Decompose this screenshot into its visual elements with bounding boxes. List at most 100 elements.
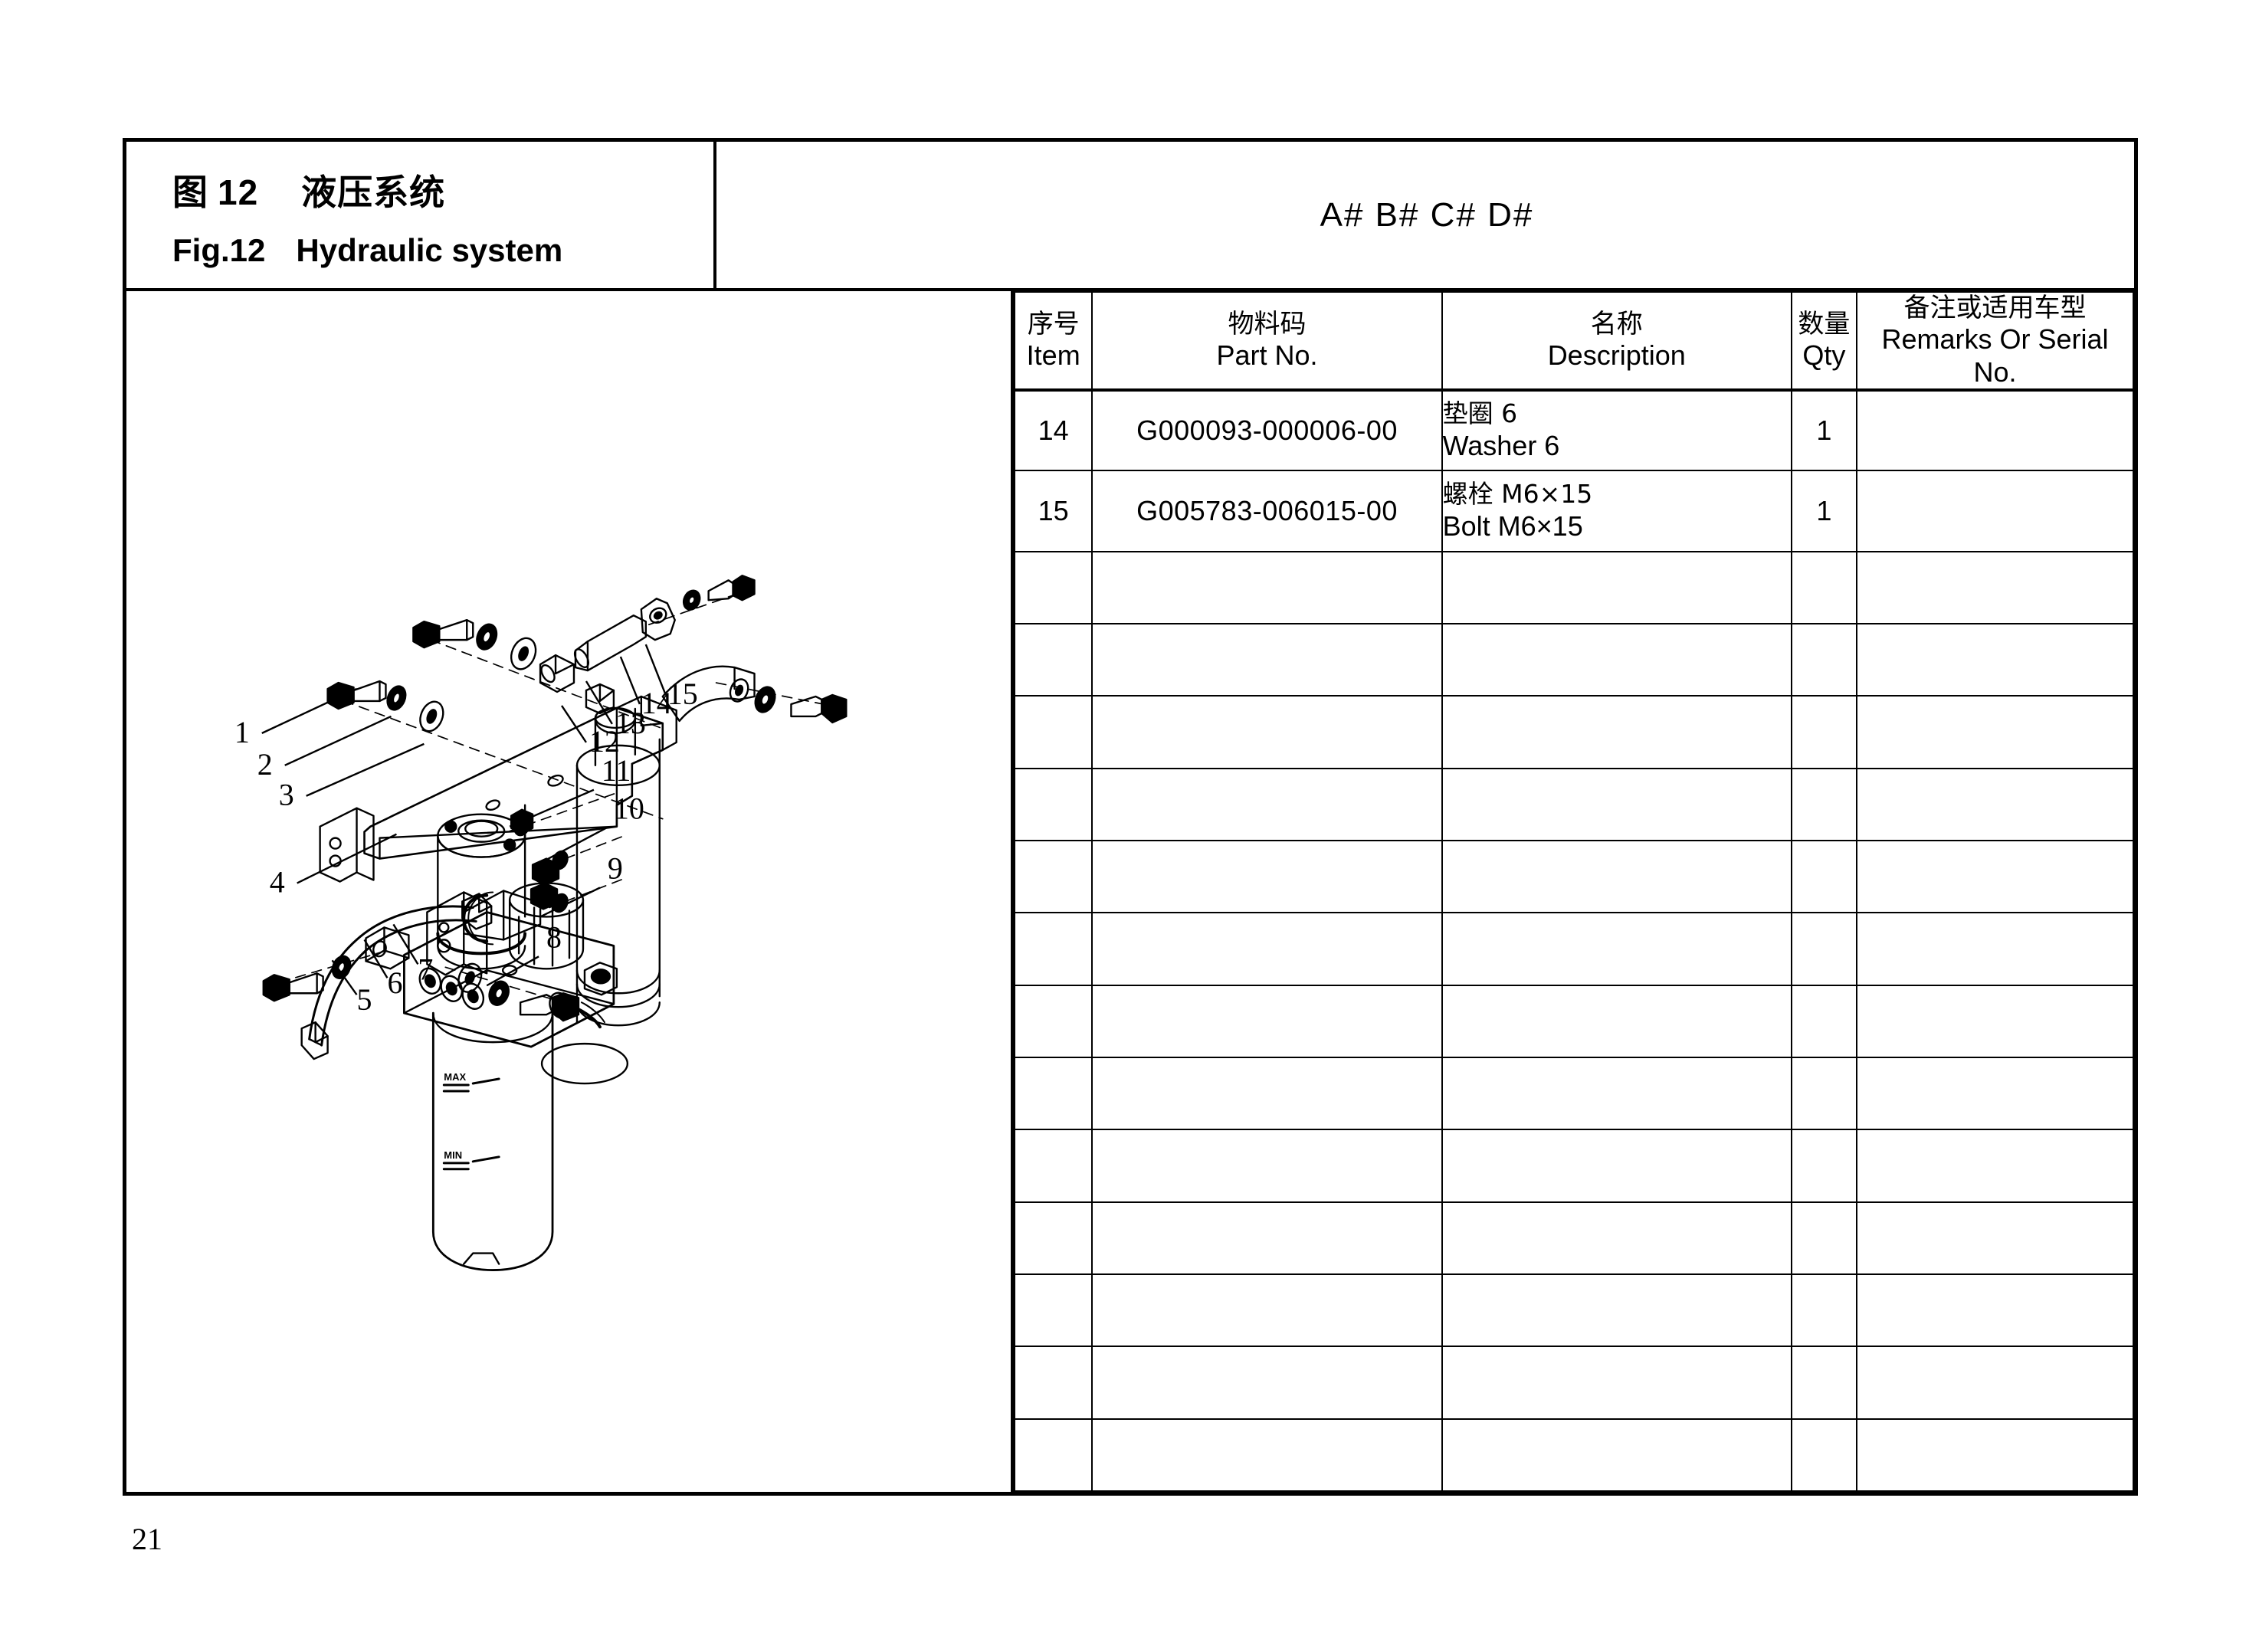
cell-remarks bbox=[1856, 1056, 2134, 1131]
callout-leader-line bbox=[297, 833, 397, 884]
callout-6: 6 bbox=[363, 939, 402, 1000]
cell-part-no bbox=[1091, 550, 1443, 624]
cell-remarks bbox=[1856, 550, 2134, 624]
cell-qty bbox=[1790, 1056, 1858, 1131]
cell-part-no: G000093-000006-00 bbox=[1091, 389, 1443, 472]
cell-qty bbox=[1790, 695, 1858, 769]
cell-item bbox=[1013, 984, 1093, 1058]
cell-item bbox=[1013, 1201, 1093, 1275]
cell-part-no bbox=[1091, 1346, 1443, 1420]
description-en: Bolt M6×15 bbox=[1442, 510, 1583, 542]
table-row-empty[interactable] bbox=[1013, 767, 2134, 841]
table-row-empty[interactable] bbox=[1013, 622, 2134, 697]
callout-10: 10 bbox=[543, 792, 644, 862]
table-row-empty[interactable] bbox=[1013, 912, 2134, 986]
figure-number-cn: 12 bbox=[218, 172, 259, 212]
cell-description bbox=[1441, 550, 1792, 624]
cell-part-no bbox=[1091, 912, 1443, 986]
header-qty-en: Qty bbox=[1802, 339, 1846, 372]
cell-remarks bbox=[1856, 1201, 2134, 1275]
header-description-en: Description bbox=[1547, 339, 1686, 372]
cell-item bbox=[1013, 695, 1093, 769]
cell-description bbox=[1441, 1273, 1792, 1348]
cell-part-no bbox=[1091, 1273, 1443, 1348]
cell-remarks bbox=[1856, 622, 2134, 697]
table-row-empty[interactable] bbox=[1013, 550, 2134, 624]
description-cn: 螺栓 M6×15 bbox=[1442, 478, 1593, 509]
cell-part-no bbox=[1091, 839, 1443, 914]
table-row-empty[interactable] bbox=[1013, 839, 2134, 914]
callout-number: 15 bbox=[667, 677, 698, 711]
table-row-empty[interactable] bbox=[1013, 1056, 2134, 1131]
table-row-empty[interactable] bbox=[1013, 1201, 2134, 1275]
cell-qty bbox=[1790, 1273, 1858, 1348]
cell-item: 15 bbox=[1013, 470, 1093, 552]
header-item-en: Item bbox=[1026, 339, 1080, 372]
cell-item bbox=[1013, 622, 1093, 697]
header-part-no-cn: 物料码 bbox=[1228, 309, 1307, 340]
cell-part-no bbox=[1091, 695, 1443, 769]
table-row-empty[interactable] bbox=[1013, 1129, 2134, 1203]
callout-1: 1 bbox=[234, 687, 358, 749]
callout-2: 2 bbox=[257, 715, 392, 782]
cell-part-no bbox=[1091, 767, 1443, 841]
header-item-cn: 序号 bbox=[1027, 309, 1080, 340]
cell-qty bbox=[1790, 1346, 1858, 1420]
figure-prefix-en: Fig.12 bbox=[172, 232, 266, 268]
table-row-empty[interactable] bbox=[1013, 1346, 2134, 1420]
page-number: 21 bbox=[132, 1522, 162, 1556]
cell-description bbox=[1441, 1056, 1792, 1131]
callout-leader-line bbox=[539, 887, 601, 918]
cell-part-no bbox=[1091, 1418, 1443, 1493]
cell-qty bbox=[1790, 839, 1858, 914]
callout-leader-line bbox=[509, 788, 595, 828]
tank-min-label: MIN bbox=[444, 1149, 462, 1161]
cell-remarks bbox=[1856, 839, 2134, 914]
figure-prefix-cn: 图 bbox=[172, 172, 208, 212]
table-row-empty[interactable] bbox=[1013, 984, 2134, 1058]
cell-qty bbox=[1790, 767, 1858, 841]
header-remarks: 备注或适用车型 Remarks Or Serial No. bbox=[1856, 290, 2134, 392]
cell-qty bbox=[1790, 984, 1858, 1058]
cell-item bbox=[1013, 1346, 1093, 1420]
description-en: Washer 6 bbox=[1442, 430, 1560, 462]
callout-number: 13 bbox=[615, 706, 646, 740]
cell-remarks bbox=[1856, 389, 2134, 472]
callout-number: 6 bbox=[387, 965, 402, 1000]
table-row-empty[interactable] bbox=[1013, 695, 2134, 769]
callout-leader-line bbox=[306, 742, 425, 797]
table-row-empty[interactable] bbox=[1013, 1273, 2134, 1348]
cell-qty bbox=[1790, 622, 1858, 697]
callout-leader-line bbox=[644, 644, 667, 696]
cell-item: 14 bbox=[1013, 389, 1093, 472]
model-code-block: A# B# C# D# bbox=[720, 142, 2134, 288]
cell-item bbox=[1013, 767, 1093, 841]
cell-remarks bbox=[1856, 1273, 2134, 1348]
cell-item bbox=[1013, 839, 1093, 914]
parts-table-container: 序号 Item 物料码 Part No. 名称 bbox=[1013, 290, 2134, 1493]
table-row-empty[interactable] bbox=[1013, 1418, 2134, 1493]
callout-number: 8 bbox=[546, 919, 562, 954]
header-qty: 数量 Qty bbox=[1790, 290, 1858, 392]
cell-part-no bbox=[1091, 1129, 1443, 1203]
callout-number: 5 bbox=[357, 982, 372, 1017]
description-cn: 垫圈 6 bbox=[1442, 398, 1518, 429]
cell-remarks bbox=[1856, 470, 2134, 552]
callout-number: 12 bbox=[589, 724, 620, 759]
header-description: 名称 Description bbox=[1441, 290, 1792, 392]
callout-number: 9 bbox=[608, 851, 623, 886]
callout-9: 9 bbox=[539, 851, 623, 918]
cell-description bbox=[1441, 1418, 1792, 1493]
header-part-no: 物料码 Part No. bbox=[1091, 290, 1443, 392]
callout-11: 11 bbox=[509, 753, 631, 828]
